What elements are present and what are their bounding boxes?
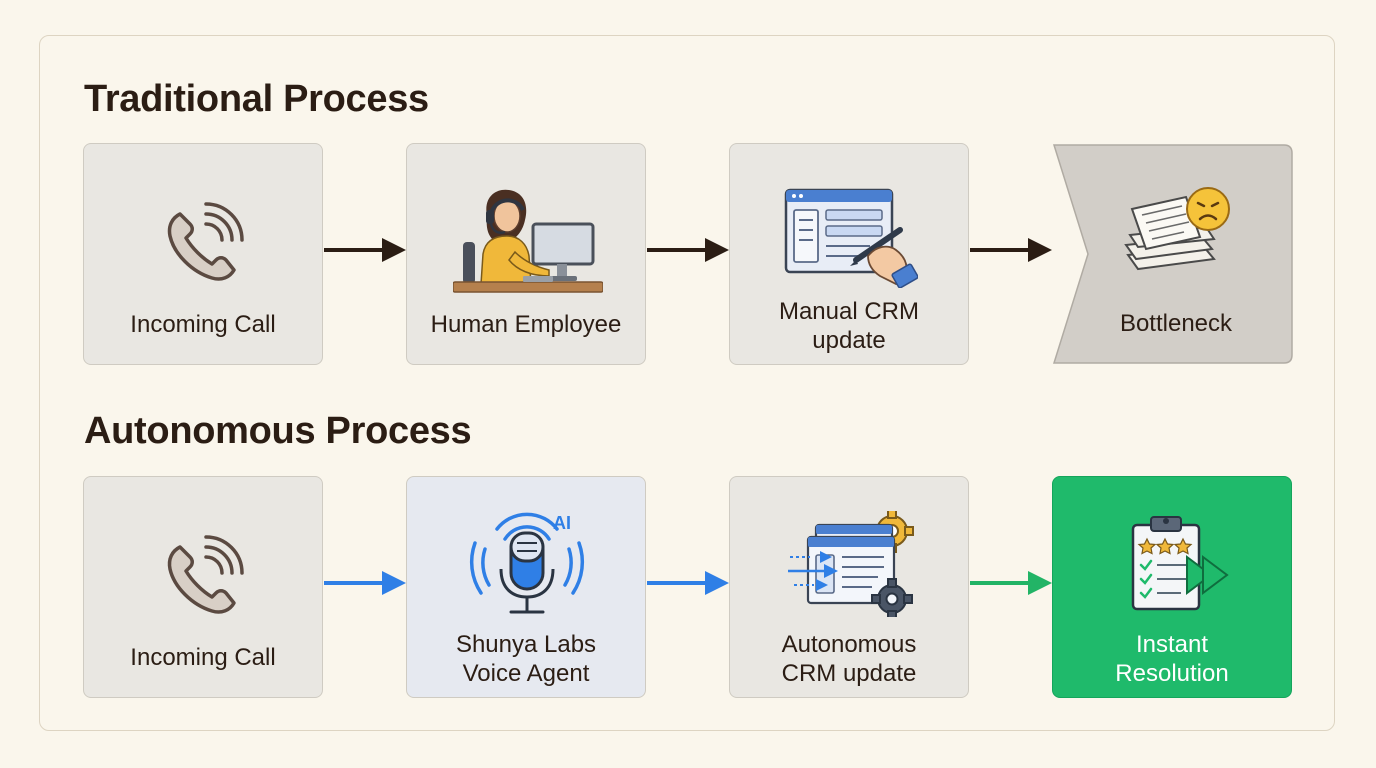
step-label: Incoming Call: [130, 644, 276, 671]
clipboard-stars-check-icon: [1131, 516, 1229, 611]
autonomous-arrow-3: [970, 571, 1052, 595]
step-label: Instant Resolution: [1115, 631, 1229, 687]
step-label: Autonomous CRM update: [781, 631, 917, 687]
traditional-arrow-2: [647, 238, 729, 262]
step-label: Manual CRM update: [778, 298, 920, 354]
traditional-step-human-employee: Human Employee: [406, 143, 646, 365]
crm-form-handwriting-icon: [784, 188, 918, 288]
employee-at-computer-icon: [453, 189, 603, 293]
traditional-step-incoming-call: Incoming Call: [83, 143, 323, 365]
autonomous-arrow-2: [647, 571, 729, 595]
traditional-process-title: Traditional Process: [84, 78, 429, 120]
autonomous-step-autonomous-crm-update: Autonomous CRM update: [729, 476, 969, 698]
step-label: Shunya Labs Voice Agent: [455, 631, 597, 687]
autonomous-step-incoming-call: Incoming Call: [83, 476, 323, 698]
autonomous-step-instant-resolution: Instant Resolution: [1052, 476, 1292, 698]
traditional-arrow-3: [970, 238, 1052, 262]
autonomous-arrow-1: [324, 571, 406, 595]
ai-badge: AI: [553, 513, 571, 533]
step-label: Incoming Call: [130, 311, 276, 338]
crm-auto-gears-icon: [788, 511, 914, 617]
autonomous-process-title: Autonomous Process: [84, 410, 472, 452]
paper-pile-sad-face-icon: [1124, 187, 1230, 271]
autonomous-step-voice-agent: AI Shunya Labs Voice Agent: [406, 476, 646, 698]
traditional-arrow-1: [324, 238, 406, 262]
bottleneck-label: Bottleneck: [1119, 310, 1233, 337]
ai-microphone-icon: [469, 512, 585, 614]
traditional-step-manual-crm-update: Manual CRM update: [729, 143, 969, 365]
phone-ringing-icon: [167, 202, 244, 281]
step-label: Human Employee: [430, 311, 622, 338]
phone-ringing-icon: [167, 535, 244, 614]
